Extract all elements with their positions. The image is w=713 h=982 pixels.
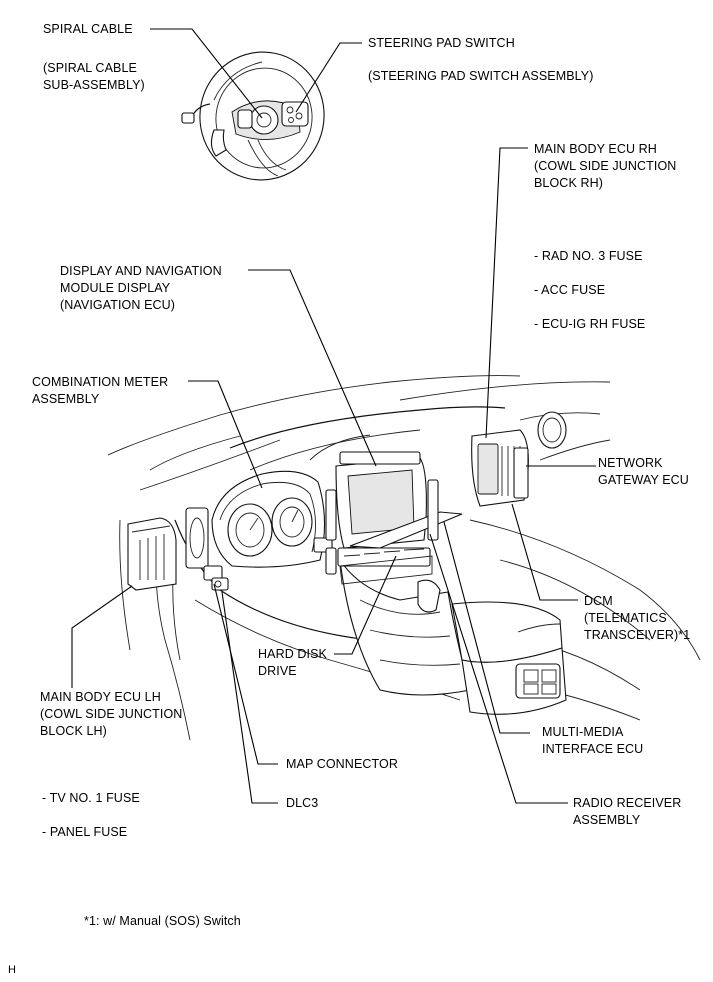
label-main-body-ecu-rh: MAIN BODY ECU RH (COWL SIDE JUNCTION BLO… xyxy=(534,142,677,190)
label-dcm: DCM (TELEMATICS TRANSCEIVER)*1 xyxy=(584,594,691,642)
label-dlc3: DLC3 xyxy=(286,796,319,810)
label-network-gateway-ecu: NETWORK GATEWAY ECU xyxy=(598,456,689,487)
label-steering-pad-switch: STEERING PAD SWITCH xyxy=(368,36,515,50)
label-lh-fuses: - TV NO. 1 FUSE - PANEL FUSE xyxy=(42,791,140,839)
label-rh-fuses: - RAD NO. 3 FUSE - ACC FUSE - ECU-IG RH … xyxy=(534,249,646,331)
dashboard-illustration xyxy=(107,375,701,741)
label-main-body-ecu-lh: MAIN BODY ECU LH (COWL SIDE JUNCTION BLO… xyxy=(40,690,183,738)
label-hard-disk-drive: HARD DISK DRIVE xyxy=(258,647,327,678)
label-map-connector: MAP CONNECTOR xyxy=(286,757,398,771)
steering-wheel-illustration xyxy=(181,51,325,181)
label-multimedia-interface-ecu: MULTI-MEDIA INTERFACE ECU xyxy=(542,725,644,756)
label-spiral-cable-sub: (SPIRAL CABLE SUB-ASSEMBLY) xyxy=(43,61,145,92)
label-display-navigation: DISPLAY AND NAVIGATION MODULE DISPLAY (N… xyxy=(60,264,222,312)
footnote: *1: w/ Manual (SOS) Switch xyxy=(84,914,241,928)
label-radio-receiver: RADIO RECEIVER ASSEMBLY xyxy=(573,796,682,827)
label-combination-meter: COMBINATION METER ASSEMBLY xyxy=(32,375,169,406)
label-spiral-cable: SPIRAL CABLE xyxy=(43,22,133,36)
leader-lines xyxy=(71,28,596,804)
label-steering-pad-switch-sub: (STEERING PAD SWITCH ASSEMBLY) xyxy=(368,69,594,83)
corner-mark: H xyxy=(8,964,17,976)
